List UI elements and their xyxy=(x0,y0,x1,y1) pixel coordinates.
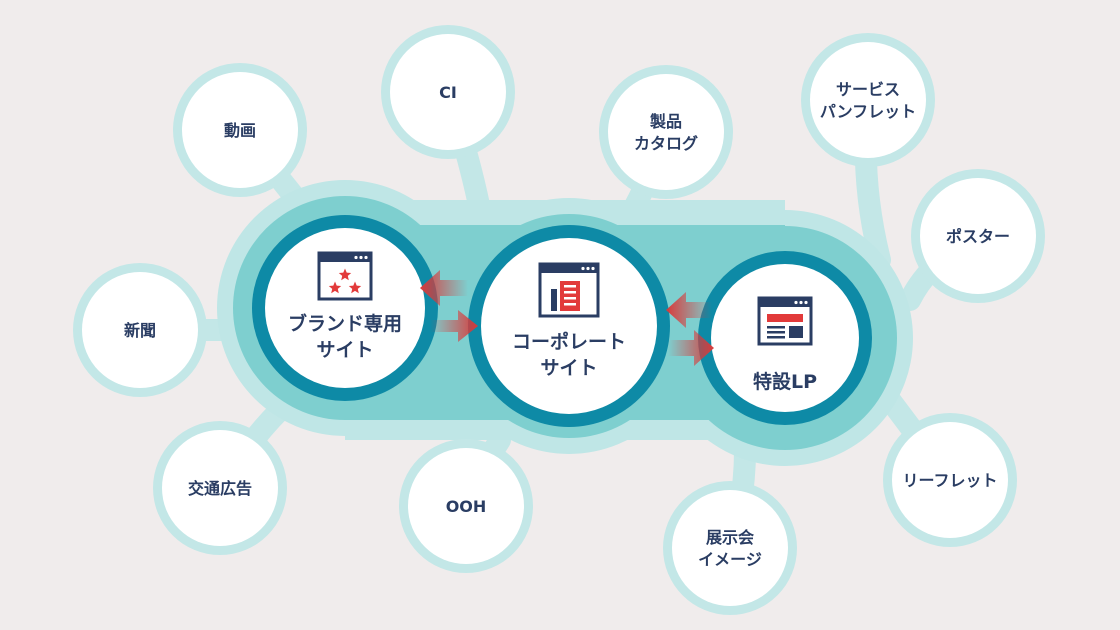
satellite-label: カタログ xyxy=(634,134,698,153)
satellite-circle xyxy=(182,72,298,188)
core-label: サイト xyxy=(540,357,597,379)
browser-dot xyxy=(799,300,803,305)
satellite-label: 新聞 xyxy=(124,321,156,340)
satellite-nodes: 動画CI製品カタログサービスパンフレットポスター新聞交通広告OOH展示会イメージ… xyxy=(73,25,1045,615)
satellite-label: ポスター xyxy=(946,227,1010,246)
browser-dot xyxy=(354,255,358,260)
lp-text-line xyxy=(767,336,785,339)
building-window xyxy=(564,297,576,300)
satellite-label: 展示会 xyxy=(706,528,754,547)
lp-text-line xyxy=(767,326,785,329)
satellite-leaflet: リーフレット xyxy=(883,413,1017,547)
satellite-ci: CI xyxy=(381,25,515,159)
browser-dot xyxy=(581,266,585,271)
satellite-label: 製品 xyxy=(649,112,682,131)
core-circle xyxy=(265,228,425,388)
arrow-to-lp xyxy=(668,330,714,366)
star-shape xyxy=(328,281,342,294)
lp-hero-block xyxy=(767,314,803,322)
core-nodes: ブランド専用サイトコーポレートサイト特設LP xyxy=(252,215,872,427)
satellite-label: OOH xyxy=(446,497,487,516)
browser-dot xyxy=(359,255,363,260)
core-label: サイト xyxy=(316,339,373,361)
satellite-label: 交通広告 xyxy=(188,479,252,498)
browser-titlebar xyxy=(319,253,371,262)
browser-dot xyxy=(804,300,808,305)
core-label: 特設LP xyxy=(753,370,817,393)
satellite-ooh: OOH xyxy=(399,439,533,573)
browser-dot xyxy=(586,266,590,271)
browser-building-icon xyxy=(538,262,600,318)
satellite-label: イメージ xyxy=(698,550,762,569)
core-label: コーポレート xyxy=(512,330,626,353)
satellite-circle xyxy=(810,42,926,158)
satellite-circle xyxy=(162,430,278,546)
satellite-circle xyxy=(390,34,506,150)
arrow-to-brand xyxy=(420,270,468,306)
satellite-circle xyxy=(920,178,1036,294)
satellite-circle xyxy=(408,448,524,564)
satellite-circle xyxy=(672,490,788,606)
building-window xyxy=(564,303,576,306)
arrow-to-corporate xyxy=(430,310,478,342)
satellite-circle xyxy=(608,74,724,190)
flow-arrows xyxy=(420,270,714,366)
lp-text-line xyxy=(767,331,785,334)
building-side xyxy=(551,289,557,311)
core-circle xyxy=(481,238,657,414)
building-window xyxy=(564,291,576,294)
satellite-label: リーフレット xyxy=(902,471,997,490)
browser-stars-icon xyxy=(317,251,373,301)
lp-image-block xyxy=(789,326,803,338)
browser-dot xyxy=(591,266,595,271)
satellite-transit-ad: 交通広告 xyxy=(153,421,287,555)
satellite-poster: ポスター xyxy=(911,169,1045,303)
browser-titlebar xyxy=(540,264,598,273)
core-label: ブランド専用 xyxy=(288,312,402,335)
core-node-lp: 特設LP xyxy=(698,251,872,425)
satellite-label: 動画 xyxy=(224,121,256,140)
browser-dot xyxy=(364,255,368,260)
arrow-to-corporate-from-lp xyxy=(666,292,712,328)
satellite-circle xyxy=(892,422,1008,538)
satellite-newspaper: 新聞 xyxy=(73,263,207,397)
satellite-circle xyxy=(82,272,198,388)
browser-titlebar xyxy=(759,298,811,307)
star-shape xyxy=(348,281,362,294)
satellite-label: サービス xyxy=(836,80,900,99)
browser-dot xyxy=(794,300,798,305)
satellite-video: 動画 xyxy=(173,63,307,197)
building-window xyxy=(564,285,576,288)
satellite-label: CI xyxy=(439,83,457,102)
satellite-label: パンフレット xyxy=(820,102,916,121)
star-shape xyxy=(338,268,352,281)
browser-layout-icon xyxy=(757,296,813,346)
